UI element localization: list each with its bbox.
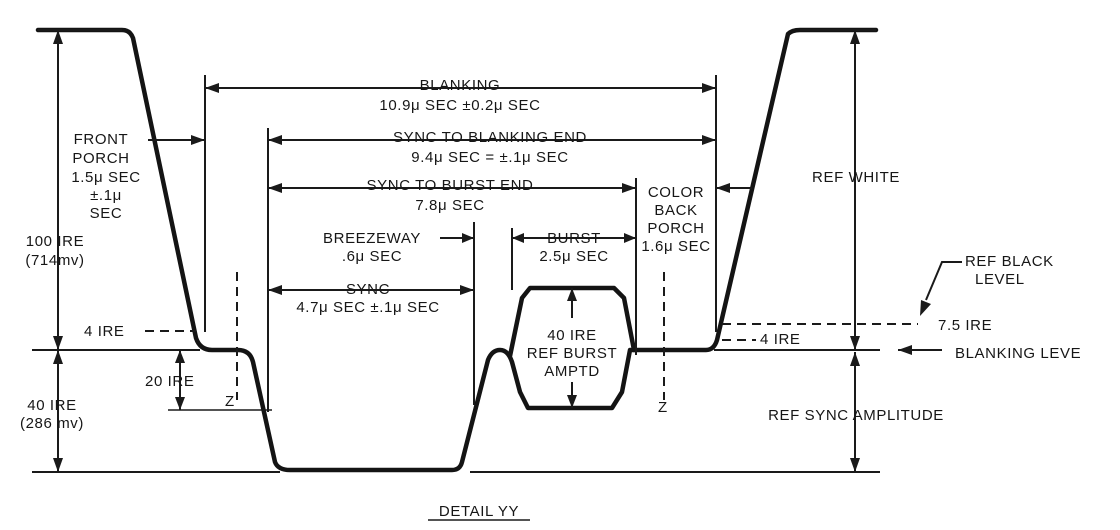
ref-black-level-label-2: LEVEL bbox=[975, 271, 1025, 288]
ire-7-5-label: 7.5 IRE bbox=[938, 317, 992, 334]
blanking-time: 10.9μ SEC ±0.2μ SEC bbox=[379, 97, 540, 114]
color-back-porch-time: 1.6μ SEC bbox=[641, 238, 710, 255]
sync-time: 4.7μ SEC ±.1μ SEC bbox=[296, 299, 439, 316]
front-porch-label-2: PORCH bbox=[72, 150, 129, 167]
front-porch-time-2: ±.1μ bbox=[90, 187, 122, 204]
video-waveform bbox=[35, 27, 879, 473]
blanking-label: BLANKING bbox=[420, 77, 501, 94]
ire-4-left-label: 4 IRE bbox=[84, 323, 125, 340]
front-porch-label-1: FRONT bbox=[74, 131, 129, 148]
ref-black-level-leader bbox=[925, 261, 962, 301]
sync-to-blanking-end-time: 9.4μ SEC = ±.1μ SEC bbox=[411, 149, 568, 166]
ire-40-mv: (286 mv) bbox=[20, 415, 84, 432]
sync-label: SYNC bbox=[346, 281, 390, 298]
burst-time: 2.5μ SEC bbox=[539, 248, 608, 265]
z-left-label: Z bbox=[225, 393, 235, 410]
z-right-label: Z bbox=[658, 399, 668, 416]
front-porch-time-3: SEC bbox=[90, 205, 123, 222]
burst-amplitude-label-2: REF BURST bbox=[527, 345, 617, 362]
burst-amplitude-label-3: AMPTD bbox=[544, 363, 600, 380]
front-porch-time-1: 1.5μ SEC bbox=[71, 169, 140, 186]
ref-black-level-label-1: REF BLACK bbox=[965, 253, 1054, 270]
ref-sync-amplitude-label: REF SYNC AMPLITUDE bbox=[768, 407, 944, 424]
burst-amplitude-label-1: 40 IRE bbox=[547, 327, 596, 344]
sync-to-burst-end-label: SYNC TO BURST END bbox=[367, 177, 534, 194]
detail-label: DETAIL YY bbox=[439, 503, 519, 520]
burst-label: BURST bbox=[547, 230, 601, 247]
blanking-level-label: BLANKING LEVE bbox=[955, 345, 1081, 362]
ire-100-mv: (714mv) bbox=[25, 252, 84, 269]
sync-to-blanking-end-label: SYNC TO BLANKING END bbox=[393, 129, 587, 146]
sync-to-burst-end-time: 7.8μ SEC bbox=[415, 197, 484, 214]
color-back-porch-label-1: COLOR bbox=[648, 184, 704, 201]
color-back-porch-label-3: PORCH bbox=[647, 220, 704, 237]
ire-100-label: 100 IRE bbox=[26, 233, 84, 250]
color-back-porch-label-2: BACK bbox=[654, 202, 697, 219]
ire-4-right-label: 4 IRE bbox=[760, 331, 801, 348]
ref-white-label: REF WHITE bbox=[812, 169, 900, 186]
ire-20-label: 20 IRE bbox=[145, 373, 194, 390]
breezeway-time: .6μ SEC bbox=[342, 248, 402, 265]
breezeway-label: BREEZEWAY bbox=[323, 230, 421, 247]
ire-40-label: 40 IRE bbox=[27, 397, 76, 414]
